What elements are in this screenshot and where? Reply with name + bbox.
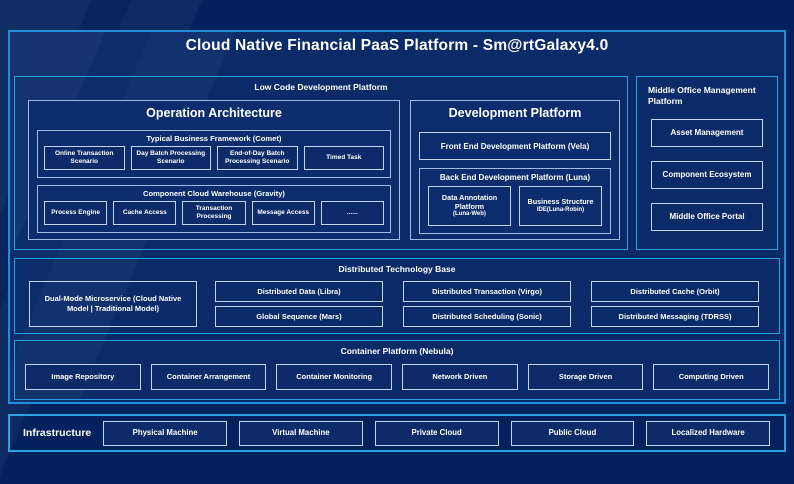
- leaf-distributed-messaging: Distributed Messaging (TDRSS): [591, 306, 759, 327]
- leaf-process-engine: Process Engine: [44, 201, 108, 225]
- leaf-component-ecosystem: Component Ecosystem: [651, 160, 763, 189]
- leaf-physical-machine: Physical Machine: [103, 420, 228, 446]
- leaf-middle-office-portal: Middle Office Portal: [651, 202, 763, 231]
- leaf-computing-driven: Computing Driven: [653, 364, 770, 390]
- diagram-title: Cloud Native Financial PaaS Platform - S…: [185, 37, 609, 54]
- leaf-timed-task: Timed Task: [303, 146, 384, 170]
- data-annotation-platform-name: Data Annotation Platform: [441, 192, 498, 212]
- leaf-distributed-transaction: Distributed Transaction (Virgo): [403, 281, 571, 302]
- leaf-day-batch-processing-scenario: Day Batch Processing Scenario: [130, 146, 211, 170]
- section-infrastructure: Infrastructure Physical Machine Virtual …: [8, 414, 786, 452]
- data-annotation-platform-sub: (Luna-Web): [453, 211, 486, 218]
- leaf-business-structure-ide: Business Structure IDE(Luna-Robin): [519, 186, 602, 226]
- group-component-cloud-warehouse: Component Cloud Warehouse (Gravity) Proc…: [37, 185, 391, 233]
- leaf-storage-driven: Storage Driven: [527, 364, 644, 390]
- leaf-distributed-cache: Distributed Cache (Orbit): [591, 281, 759, 302]
- leaf-distributed-data: Distributed Data (Libra): [215, 281, 383, 302]
- infrastructure-row: Physical Machine Virtual Machine Private…: [103, 420, 771, 446]
- leaf-image-repository: Image Repository: [25, 364, 141, 390]
- component-cloud-warehouse-row: Process Engine Cache Access Transaction …: [38, 198, 390, 225]
- leaf-private-cloud: Private Cloud: [374, 420, 499, 446]
- group-back-end-development-platform: Back End Development Platform (Luna) Dat…: [419, 168, 611, 234]
- leaf-cache-access: Cache Access: [113, 201, 177, 225]
- section-middle-office-platform: Middle Office Management Platform Asset …: [636, 76, 778, 250]
- typical-business-framework-row: Online Transaction Scenario Day Batch Pr…: [38, 143, 390, 170]
- development-platform-title: Development Platform: [448, 106, 582, 120]
- leaf-dual-mode-microservice: Dual-Mode Microservice (Cloud Native Mod…: [29, 281, 197, 327]
- business-structure-sub: IDE(Luna-Robin): [536, 206, 585, 213]
- middle-office-label: Middle Office Management Platform: [648, 85, 756, 107]
- typical-business-framework-title: Typical Business Framework (Comet): [146, 134, 282, 143]
- back-end-platform-title: Back End Development Platform (Luna): [439, 173, 591, 182]
- leaf-public-cloud: Public Cloud: [510, 420, 635, 446]
- leaf-front-end-development-platform: Front End Development Platform (Vela): [419, 132, 611, 160]
- component-cloud-warehouse-title: Component Cloud Warehouse (Gravity): [143, 189, 285, 198]
- leaf-localized-hardware: Localized Hardware: [646, 420, 771, 446]
- distributed-base-label: Distributed Technology Base: [338, 264, 456, 274]
- leaf-data-annotation-platform: Data Annotation Platform (Luna-Web): [428, 186, 511, 226]
- section-low-code-platform: Low Code Development Platform: [14, 76, 628, 250]
- section-container-platform: Container Platform (Nebula) Image Reposi…: [14, 340, 780, 400]
- container-platform-label: Container Platform (Nebula): [340, 346, 454, 356]
- leaf-transaction-processing: Transaction Processing: [182, 201, 246, 225]
- group-typical-business-framework: Typical Business Framework (Comet) Onlin…: [37, 130, 391, 178]
- operation-architecture-title: Operation Architecture: [146, 106, 282, 120]
- leaf-network-driven: Network Driven: [402, 364, 518, 390]
- section-distributed-technology-base: Distributed Technology Base Dual-Mode Mi…: [14, 258, 780, 334]
- leaf-distributed-scheduling: Distributed Scheduling (Sonic): [403, 306, 571, 327]
- leaf-virtual-machine: Virtual Machine: [239, 420, 363, 446]
- leaf-global-sequence: Global Sequence (Mars): [215, 306, 383, 327]
- infrastructure-label: Infrastructure: [23, 427, 92, 439]
- business-structure-name: Business Structure: [527, 197, 594, 207]
- box-development-platform: Development Platform Front End Developme…: [410, 100, 620, 240]
- leaf-ellipsis: ......: [320, 201, 385, 225]
- back-end-platform-row: Data Annotation Platform (Luna-Web) Busi…: [420, 182, 610, 226]
- container-platform-row: Image Repository Container Arrangement C…: [25, 364, 770, 390]
- leaf-asset-management: Asset Management: [651, 118, 763, 147]
- box-operation-architecture: Operation Architecture Typical Business …: [28, 100, 400, 240]
- leaf-container-monitoring: Container Monitoring: [276, 364, 393, 390]
- leaf-message-access: Message Access: [251, 201, 315, 225]
- leaf-online-transaction-scenario: Online Transaction Scenario: [44, 146, 125, 170]
- leaf-container-arrangement: Container Arrangement: [150, 364, 267, 390]
- section-low-code-label: Low Code Development Platform: [254, 82, 388, 92]
- leaf-end-of-day-batch-processing-scenario: End-of-Day Batch Processing Scenario: [217, 146, 298, 170]
